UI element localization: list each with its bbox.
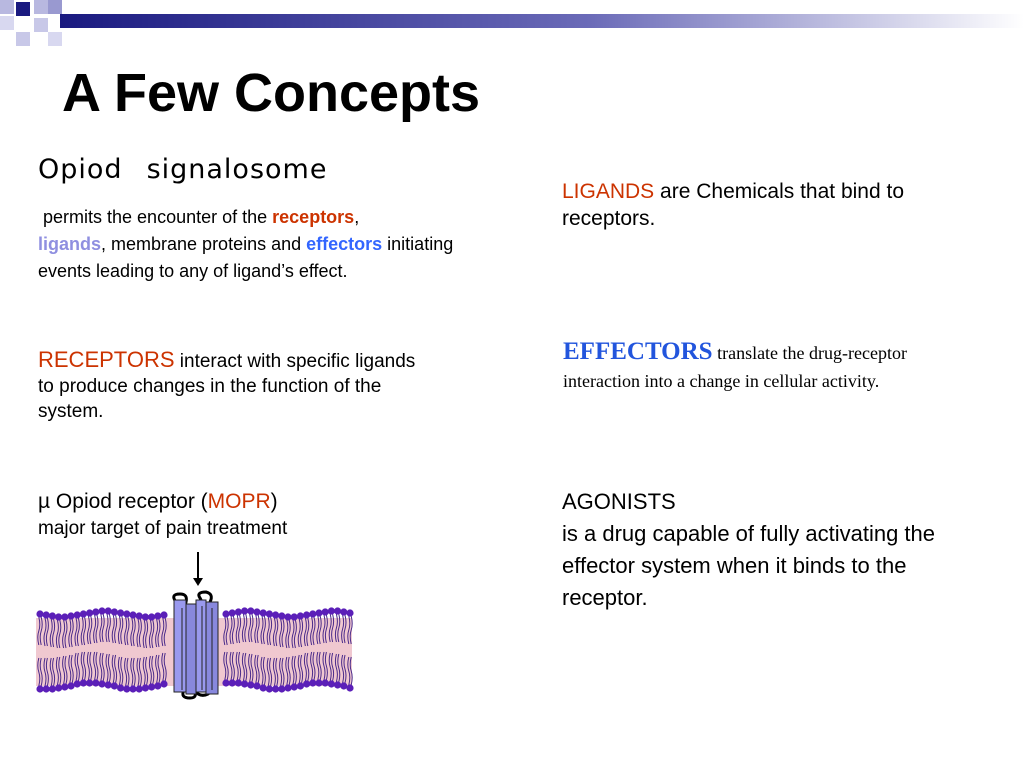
signalosome-text-2: , (354, 207, 360, 227)
subtitle-word1: Opiod (38, 154, 123, 185)
effectors-definition: EFFECTORS translate the drug-receptor in… (563, 338, 983, 395)
ligands-text: are Chemicals that bind to receptors. (562, 180, 904, 230)
receptors-term: RECEPTORS (38, 347, 175, 372)
mopr-line2: major target of pain treatment (38, 518, 288, 539)
keyword-receptors: receptors (272, 207, 355, 227)
subtitle-word2: signalosome (146, 154, 328, 185)
signalosome-description: permits the encounter of the receptors, l… (38, 204, 498, 285)
mopr-line1: µ Opiod receptor (MOPR) (38, 488, 418, 515)
keyword-effectors: effectors (306, 234, 383, 254)
mopr-receptor (172, 590, 219, 700)
corner-squares-icon (0, 0, 1024, 46)
membrane-illustration (36, 552, 354, 700)
signalosome-text-3: , membrane proteins and (101, 234, 307, 254)
mopr-text-1: µ Opiod receptor ( (38, 490, 208, 513)
arrow-down-icon (193, 552, 203, 586)
signalosome-text-4: initiating events leading to any of liga… (38, 234, 454, 281)
receptors-text: interact with specific ligands to produc… (38, 351, 416, 422)
mopr-note: µ Opiod receptor (MOPR) major target of … (38, 488, 418, 542)
mopr-abbr: MOPR (207, 490, 271, 513)
receptors-definition: RECEPTORS interact with specific ligands… (38, 347, 418, 424)
mopr-text-2: ) (270, 490, 278, 513)
subtitle: Opiod signalosome (38, 154, 327, 185)
effectors-term: EFFECTORS (563, 338, 713, 365)
keyword-ligands: ligands (38, 234, 102, 254)
agonists-term: AGONISTS (562, 489, 676, 514)
page-title: A Few Concepts (62, 63, 481, 123)
signalosome-text-1: permits the encounter of the (43, 207, 273, 227)
ligands-definition: LIGANDS are Chemicals that bind to recep… (562, 178, 972, 232)
ligands-term: LIGANDS (562, 180, 655, 203)
effectors-text: translate the drug-receptor interaction … (563, 343, 907, 391)
agonists-text: is a drug capable of fully activating th… (562, 521, 936, 610)
agonists-definition: AGONISTS is a drug capable of fully acti… (562, 486, 982, 614)
